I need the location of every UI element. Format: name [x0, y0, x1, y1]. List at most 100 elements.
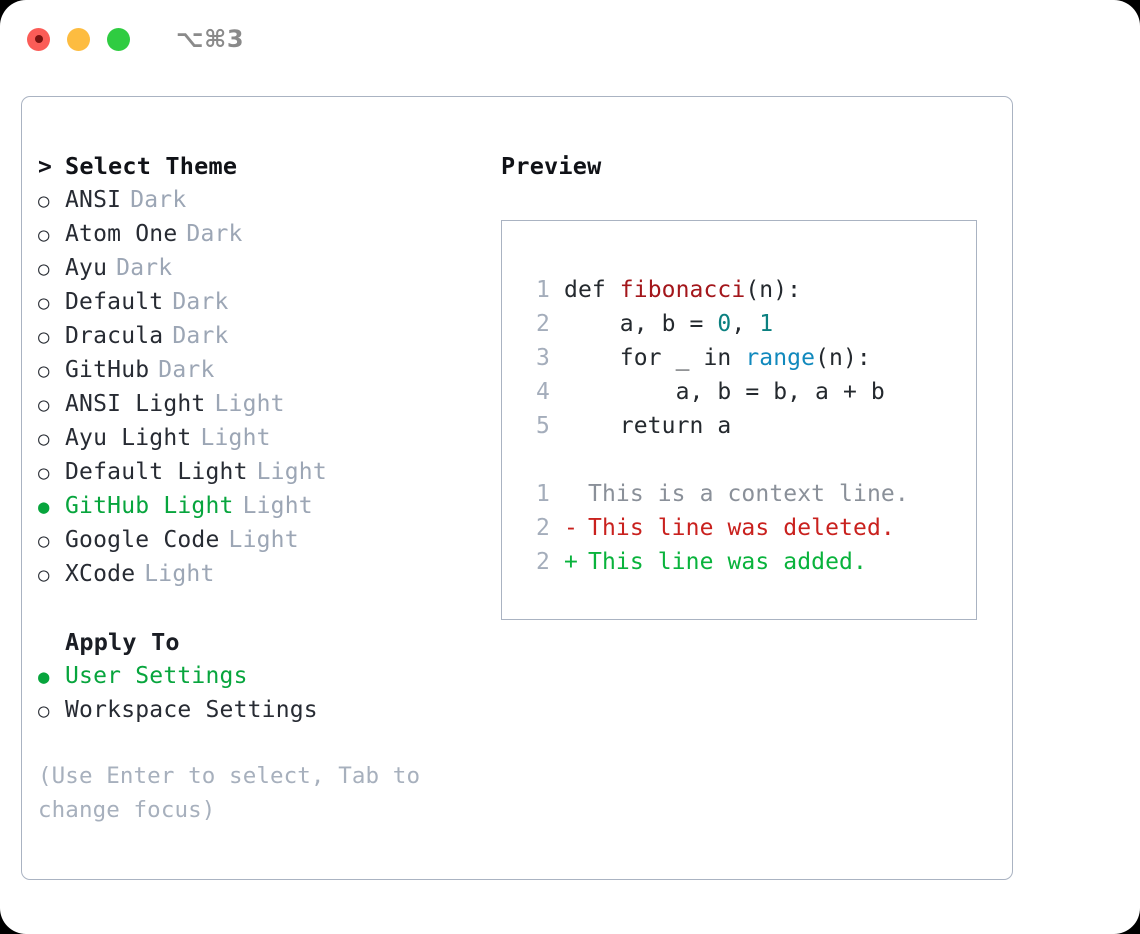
radio-unselected-icon: ○ — [38, 326, 50, 348]
keyboard-hint: (Use Enter to select, Tab to change focu… — [38, 763, 434, 823]
theme-list-item[interactable]: ○ ANSI Light Light — [38, 387, 488, 421]
apply-to-label: Workspace Settings — [65, 697, 318, 723]
theme-variant-tag: Light — [214, 391, 285, 417]
diff-line-number: 2 — [536, 549, 550, 575]
line-number: 1 — [536, 277, 550, 303]
diff-sign: - — [564, 515, 578, 541]
theme-list-item[interactable]: ○ GitHub Dark — [38, 353, 488, 387]
radio-unselected-icon: ○ — [38, 190, 50, 212]
select-theme-heading-label: Select Theme — [65, 152, 238, 180]
code-line: 4 a, b = b, a + b — [520, 375, 966, 409]
code-token-plain: return a — [564, 413, 732, 439]
diff-line-text: This is a context line. — [588, 481, 909, 507]
diff-line: 2-This line was deleted. — [520, 511, 966, 545]
radio-unselected-icon: ○ — [38, 360, 50, 382]
theme-name-label: GitHub Light — [65, 493, 234, 519]
diff-sign: + — [564, 549, 578, 575]
apply-to-label: User Settings — [65, 663, 248, 689]
apply-to-list: ● User Settings ○ Workspace Settings — [38, 659, 488, 727]
theme-name-label: Dracula — [65, 323, 164, 349]
window-title: ⌥⌘3 — [176, 25, 245, 53]
diff-line-number: 1 — [536, 481, 550, 507]
theme-variant-tag: Dark — [158, 357, 215, 383]
code-token-num: 0 — [717, 311, 732, 337]
code-line: 5 return a — [520, 409, 966, 443]
theme-name-label: GitHub — [65, 357, 150, 383]
radio-unselected-icon: ○ — [38, 700, 50, 722]
code-line-text: def fibonacci(n): — [564, 273, 801, 307]
theme-name-label: Default Light — [65, 459, 248, 485]
theme-name-label: Atom One — [65, 221, 178, 247]
line-number: 5 — [536, 413, 550, 439]
theme-variant-tag: Dark — [172, 289, 229, 315]
theme-variant-tag: Light — [256, 459, 327, 485]
diff-lines: 1 This is a context line. 2-This line was … — [520, 477, 966, 579]
diff-line-text: This line was added. — [588, 549, 867, 575]
radio-unselected-icon: ○ — [38, 258, 50, 280]
radio-selected-icon: ● — [38, 666, 50, 688]
radio-unselected-icon: ○ — [38, 224, 50, 246]
apply-to-heading-label: Apply To — [65, 628, 180, 656]
select-theme-heading: > Select Theme — [38, 149, 488, 183]
theme-list-item[interactable]: ○ Atom One Dark — [38, 217, 488, 251]
theme-name-label: ANSI Light — [65, 391, 206, 417]
code-line: 1 def fibonacci(n): — [520, 273, 966, 307]
radio-unselected-icon: ○ — [38, 462, 50, 484]
diff-line: 1 This is a context line. — [520, 477, 966, 511]
radio-unselected-icon: ○ — [38, 394, 50, 416]
theme-list-item[interactable]: ● GitHub Light Light — [38, 489, 488, 523]
theme-variant-tag: Light — [242, 493, 313, 519]
maximize-window-button[interactable] — [107, 27, 130, 51]
theme-list-item[interactable]: ○ Default Dark — [38, 285, 488, 319]
radio-unselected-icon: ○ — [38, 292, 50, 314]
diff-line: 2 + This line was added. — [520, 545, 966, 579]
radio-selected-icon: ● — [38, 496, 50, 518]
code-token-plain: , — [731, 311, 760, 337]
code-token-plain: a, b = — [564, 311, 718, 337]
line-number: 4 — [536, 379, 550, 405]
theme-name-label: XCode — [65, 561, 136, 587]
apply-to-heading: · Apply To — [38, 625, 488, 659]
code-token-num: 1 — [759, 311, 774, 337]
title-bar: ⌥⌘3 — [0, 0, 1140, 78]
line-number: 2 — [536, 311, 550, 337]
code-token-plain: (n): — [745, 277, 802, 303]
theme-name-label: Default — [65, 289, 164, 315]
line-number: 3 — [536, 345, 550, 371]
theme-name-label: Google Code — [65, 527, 220, 553]
traffic-light-controls — [27, 27, 130, 51]
code-line: 2 a, b = 0, 1 — [520, 307, 966, 341]
close-window-button[interactable] — [27, 27, 50, 51]
diff-line-number: 2 — [536, 515, 550, 541]
code-token-plain: def — [564, 277, 620, 303]
code-line-text: a, b = 0, 1 — [564, 307, 773, 341]
code-line: 3 for _ in range(n): — [520, 341, 966, 375]
code-token-plain: (n): — [815, 345, 871, 371]
theme-name-label: Ayu Light — [65, 425, 192, 451]
code-line-text: for _ in range(n): — [564, 341, 871, 375]
minimize-window-button[interactable] — [67, 27, 90, 51]
code-token-call: range — [745, 345, 816, 371]
radio-unselected-icon: ○ — [38, 530, 50, 552]
theme-variant-tag: Dark — [186, 221, 243, 247]
code-diff-spacer — [520, 443, 966, 477]
prompt-caret-icon: > — [38, 154, 53, 180]
apply-to-item[interactable]: ● User Settings — [38, 659, 488, 693]
code-line-text: a, b = b, a + b — [564, 375, 885, 409]
apply-to-item[interactable]: ○ Workspace Settings — [38, 693, 488, 727]
theme-variant-tag: Light — [200, 425, 271, 451]
theme-list-item[interactable]: ○ Default Light Light — [38, 455, 488, 489]
